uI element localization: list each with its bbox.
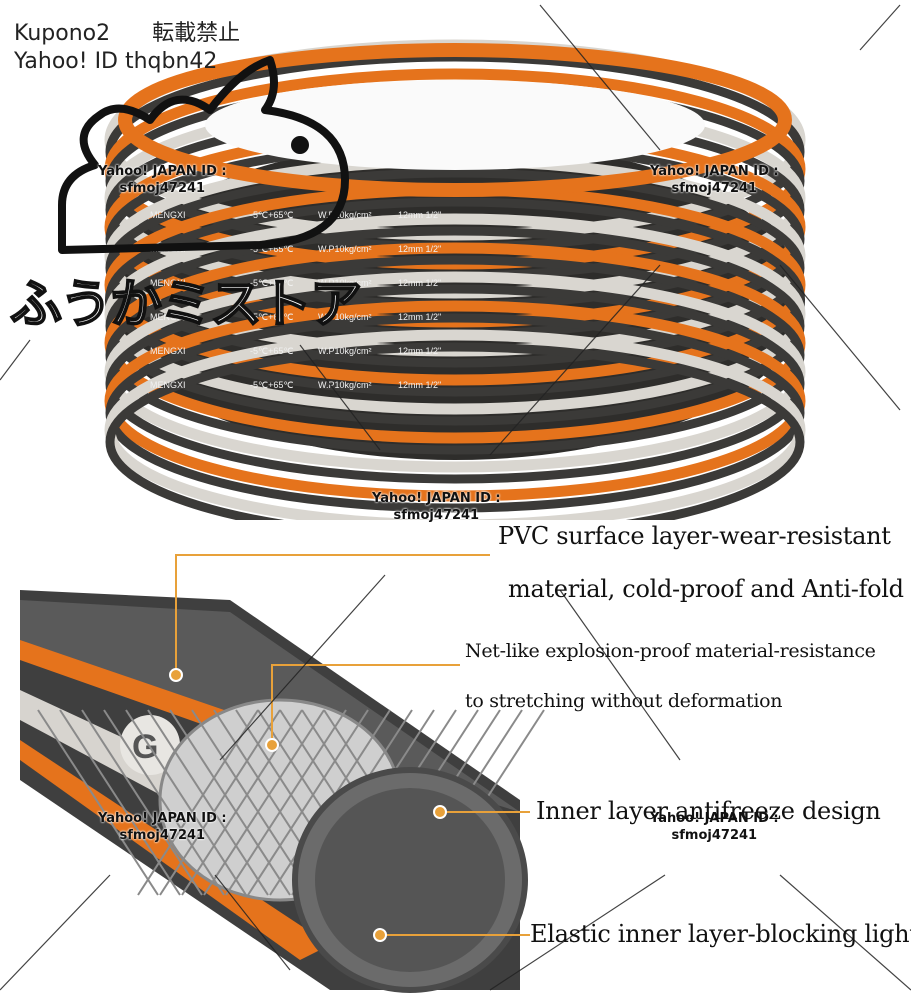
yahoo-id-mark-line2: sfmoj47241 [393,508,480,523]
hose-print-text: W.P10kg/cm² [318,380,372,390]
seller-name: Kupono2 [14,21,111,46]
mesh-strand [191,709,313,896]
hose-print-text: 12mm 1/2" [398,346,441,356]
hose-print-text: 12mm 1/2" [398,244,441,254]
rabbit-logo-icon [58,56,349,254]
mesh-strand [181,709,303,896]
hose-print-text: -5℃+65℃ [250,244,293,254]
mesh-strand [225,709,347,896]
hose-print-text: -5℃+65℃ [250,312,293,322]
mesh-strand [37,709,159,896]
hose-print-text: 12mm 1/2" [398,210,441,220]
yahoo-id-mark-line2: sfmoj47241 [671,181,758,196]
yahoo-id-mark-line1: Yahoo! JAPAN ID : [650,811,779,826]
yahoo-id-mark: Yahoo! JAPAN ID : sfmoj47241 [372,490,501,524]
mesh-strand [169,709,291,896]
mesh-strand [159,709,281,896]
hose-coil-shadow [105,342,805,520]
mesh-strand [103,709,225,896]
no-repost-notice: 転載禁止 [152,21,241,46]
yahoo-id-mark-line1: Yahoo! JAPAN ID : [98,164,227,179]
label-pvc-surface-1: PVC surface layer-wear-resistant [498,522,891,550]
hose-print-text: 12mm 1/2" [398,312,441,322]
yahoo-id-mark-line2: sfmoj47241 [671,828,758,843]
hose-print-text: -5℃+65℃ [250,210,293,220]
hose-print-text: MENGXI [150,210,186,220]
hose-print-text: -5℃+65℃ [250,346,293,356]
yahoo-id-mark-line1: Yahoo! JAPAN ID : [98,811,227,826]
hose-print-text: MENGXI [150,346,186,356]
hose-print-text: W.P10kg/cm² [318,278,372,288]
mesh-strand [81,709,203,896]
mesh-strand [125,709,247,896]
label-pvc-surface-2: material, cold-proof and Anti-fold [508,575,904,603]
hose-print-text: MENGXI [150,380,186,390]
yahoo-id-mark: Yahoo! JAPAN ID : sfmoj47241 [650,163,779,197]
yahoo-id-mark: Yahoo! JAPAN ID : sfmoj47241 [98,163,227,197]
yahoo-id-line: Yahoo! ID thqbn42 [14,49,218,74]
yahoo-id-mark-line2: sfmoj47241 [119,181,206,196]
label-elastic-layer: Elastic inner layer-blocking light [530,920,911,948]
yahoo-id-mark-line2: sfmoj47241 [119,828,206,843]
mesh-strand [137,709,259,896]
hose-print-text: W.P10kg/cm² [318,210,372,220]
yahoo-id-mark: Yahoo! JAPAN ID : sfmoj47241 [98,810,227,844]
hose-print-text: W.P10kg/cm² [318,244,372,254]
mesh-strand [203,709,325,896]
hose-print-text: W.P10kg/cm² [318,346,372,356]
hose-print-text: 12mm 1/2" [398,380,441,390]
yahoo-id-mark: Yahoo! JAPAN ID : sfmoj47241 [650,810,779,844]
hose-print-text: -5℃+65℃ [250,278,293,288]
mesh-strand [59,709,181,896]
hose-print-text: MENGXI [150,278,186,288]
label-net-layer-2: to stretching without deformation [465,690,783,712]
hose-print-text: 12mm 1/2" [398,278,441,288]
mesh-strand [147,709,269,896]
yahoo-id-mark-line1: Yahoo! JAPAN ID : [650,164,779,179]
yahoo-id-mark-line1: Yahoo! JAPAN ID : [372,491,501,506]
hose-print-text: -5℃+65℃ [250,380,293,390]
mesh-strand [247,709,369,896]
store-logo-text: ふうかミストア [9,274,363,336]
hose-print-text: MENGXI [150,312,186,322]
coiled-hose-photo: MENGXI -5℃+65℃ W.P10kg/cm² 12mm 1/2" MENGXI -… [104,39,806,520]
label-net-layer-1: Net-like explosion-proof material-resist… [465,640,876,662]
label-inner-layer: Inner layer antifreeze design [536,797,881,825]
hose-print-text: W.P10kg/cm² [318,312,372,322]
seller-watermark: Kupono2 転載禁止 Yahoo! ID thqbn42 [14,20,240,76]
